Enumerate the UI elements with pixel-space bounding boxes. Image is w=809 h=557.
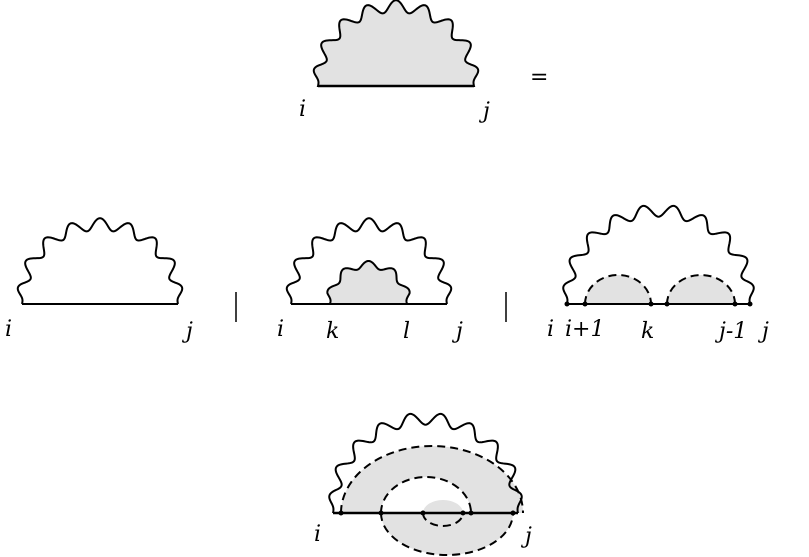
- alt4-vertex-dots: [338, 510, 516, 516]
- alt4-diagram: i j: [314, 412, 532, 556]
- alt2-label-k: k: [326, 319, 339, 344]
- vertex-dot: [510, 510, 516, 516]
- alt4-upper-dashed-inner: [380, 476, 472, 514]
- alt4-label-i: i: [314, 522, 321, 547]
- vertex-dot: [420, 510, 426, 516]
- vertex-dot-k: [648, 301, 654, 307]
- alt2-wavy-arc: [285, 217, 453, 305]
- alt3-diagram: i i+1 k j-1 j: [547, 204, 769, 344]
- vertex-dot-i: [564, 301, 570, 307]
- alt4-upper-dashed-outer: [340, 445, 524, 514]
- alt2-diagram: i k l j: [277, 217, 463, 344]
- vertex-dot: [468, 510, 474, 516]
- alt4-lower-dashed-outer: [380, 512, 514, 556]
- equals-sign: =: [530, 65, 548, 90]
- vertex-dot-j: [747, 301, 753, 307]
- vertex-dot-j-minus-1: [732, 301, 738, 307]
- alt2-label-i: i: [277, 317, 284, 342]
- alt2-label-j: j: [451, 319, 463, 344]
- alt3-dashed-arc-left: [584, 274, 652, 305]
- alt3-label-j: j: [757, 319, 769, 344]
- alt3-dashed-region-right: [667, 275, 735, 304]
- lhs-label-i: i: [299, 97, 306, 122]
- lhs-shaded-region: [312, 0, 480, 87]
- alt3-label-i: i: [547, 317, 554, 342]
- alt2-shaded-inner-arc: [326, 259, 411, 305]
- vertex-dot: [378, 510, 384, 516]
- vertex-dot: [338, 510, 344, 516]
- alt3-label-i-plus-1: i+1: [565, 317, 604, 342]
- alt3-vertex-dots: [564, 301, 753, 307]
- alt4-label-j: j: [520, 524, 532, 549]
- lhs-diagram: i j: [299, 0, 490, 124]
- alt3-label-k: k: [641, 319, 654, 344]
- alt3-label-j-minus-1: j-1: [714, 319, 747, 344]
- alt1-label-j: j: [181, 319, 193, 344]
- alt3-wavy-arc: [562, 204, 755, 305]
- alt2-label-l: l: [403, 319, 410, 344]
- alt4-upper-band: [341, 446, 523, 513]
- vertex-dot-i-plus-1: [582, 301, 588, 307]
- vertex-dot-k-plus-1: [664, 301, 670, 307]
- alt3-dashed-region-left: [585, 275, 651, 304]
- alt1-wavy-arc: [16, 217, 184, 305]
- alt1-diagram: i j: [5, 217, 193, 344]
- alt1-label-i: i: [5, 317, 12, 342]
- alt4-lower-dashed-inner: [422, 512, 464, 527]
- alt4-wavy-arc: [328, 412, 523, 514]
- vertex-dot: [460, 510, 466, 516]
- lhs-label-j: j: [478, 99, 490, 124]
